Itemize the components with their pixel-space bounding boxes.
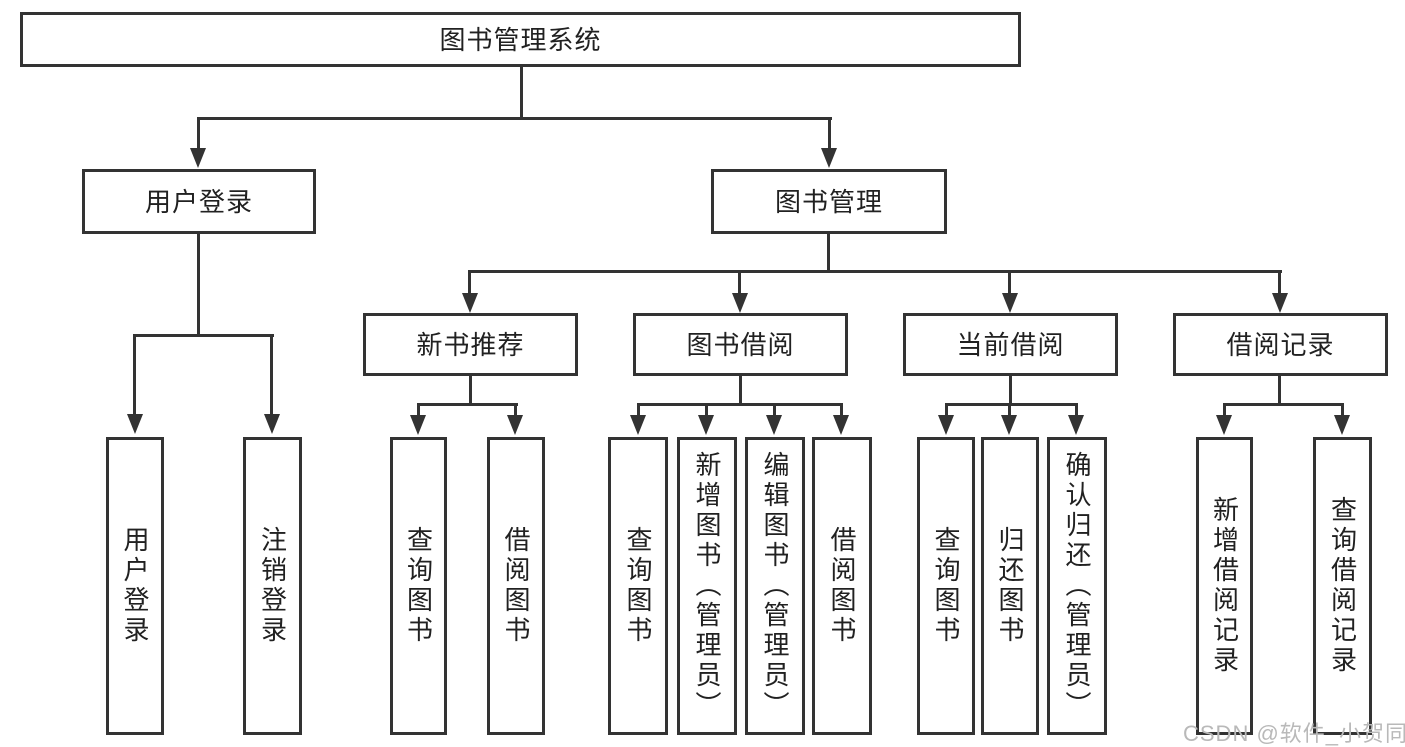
connector-root-stem — [520, 67, 523, 120]
node-label: 查询图书 — [403, 526, 434, 646]
node-label: 图书借阅 — [686, 329, 795, 360]
node-leaf-borrow-books-recommend: 借阅图书 — [487, 437, 545, 735]
arrowhead-down-icon — [127, 414, 143, 434]
node-label: 新增借阅记录 — [1209, 496, 1240, 676]
node-label: 借阅图书 — [827, 526, 857, 646]
node-label: 新书推荐 — [416, 329, 525, 360]
arrowhead-down-icon — [264, 414, 280, 434]
arrowhead-down-icon — [1272, 293, 1288, 313]
connector-drop — [1075, 403, 1078, 416]
node-leaf-logout: 注销登录 — [243, 437, 302, 735]
arrowhead-down-icon — [1216, 415, 1232, 435]
connector-stem — [469, 376, 472, 405]
connector-rail — [417, 403, 518, 406]
node-label: 确认归还（管理员） — [1062, 451, 1092, 721]
arrowhead-down-icon — [821, 148, 837, 168]
connector-drop — [773, 403, 776, 416]
node-leaf-add-borrow-record: 新增借阅记录 — [1196, 437, 1253, 735]
connector-user-rail — [133, 334, 274, 337]
node-label: 当前借阅 — [956, 329, 1065, 360]
node-leaf-add-books-admin: 新增图书（管理员） — [677, 437, 737, 735]
connector-drop — [1278, 270, 1281, 295]
node-user-login-branch: 用户登录 — [82, 169, 316, 234]
connector-drop — [468, 270, 471, 295]
arrowhead-down-icon — [630, 415, 646, 435]
node-label: 查询图书 — [931, 526, 961, 646]
node-borrowing-records: 借阅记录 — [1173, 313, 1388, 376]
connector-rail — [1223, 403, 1344, 406]
arrowhead-down-icon — [698, 415, 714, 435]
node-label: 新增图书（管理员） — [692, 451, 722, 721]
connector-drop — [197, 117, 200, 149]
node-label: 图书管理 — [774, 186, 883, 217]
connector-drop — [270, 334, 273, 415]
connector-mgmt-stem — [827, 234, 830, 273]
connector-drop — [840, 403, 843, 416]
node-leaf-query-borrow-record: 查询借阅记录 — [1313, 437, 1372, 735]
node-leaf-query-books-recommend: 查询图书 — [390, 437, 447, 735]
connector-drop — [828, 117, 831, 149]
arrowhead-down-icon — [410, 415, 426, 435]
connector-drop — [738, 270, 741, 295]
node-leaf-user-login: 用户登录 — [106, 437, 164, 735]
node-leaf-return-books: 归还图书 — [981, 437, 1039, 735]
connector-drop — [1341, 403, 1344, 416]
connector-stem — [739, 376, 742, 405]
arrowhead-down-icon — [1068, 415, 1084, 435]
connector-rail — [945, 403, 1078, 406]
node-leaf-edit-books-admin: 编辑图书（管理员） — [745, 437, 805, 735]
node-label: 归还图书 — [995, 526, 1025, 646]
node-library-management-system: 图书管理系统 — [20, 12, 1021, 67]
arrowhead-down-icon — [1334, 415, 1350, 435]
arrowhead-down-icon — [507, 415, 523, 435]
node-label: 查询图书 — [623, 526, 653, 646]
connector-mgmt-rail — [468, 270, 1282, 273]
connector-drop — [417, 403, 420, 416]
connector-drop — [1008, 403, 1011, 416]
node-label: 图书管理系统 — [439, 24, 602, 55]
node-book-borrowing: 图书借阅 — [633, 313, 848, 376]
connector-rail — [637, 403, 843, 406]
connector-stem — [1009, 376, 1012, 405]
arrowhead-down-icon — [190, 148, 206, 168]
node-book-management-branch: 图书管理 — [711, 169, 947, 234]
node-label: 借阅记录 — [1226, 329, 1335, 360]
connector-user-stem — [197, 234, 200, 337]
arrowhead-down-icon — [462, 293, 478, 313]
node-new-book-recommendation: 新书推荐 — [363, 313, 578, 376]
node-leaf-query-books-borrow: 查询图书 — [608, 437, 668, 735]
node-leaf-confirm-return-admin: 确认归还（管理员） — [1047, 437, 1107, 735]
arrowhead-down-icon — [833, 415, 849, 435]
connector-drop — [514, 403, 517, 416]
node-label: 编辑图书（管理员） — [760, 451, 790, 721]
arrowhead-down-icon — [766, 415, 782, 435]
node-label: 查询借阅记录 — [1327, 496, 1358, 676]
arrowhead-down-icon — [938, 415, 954, 435]
connector-drop — [637, 403, 640, 416]
connector-drop — [945, 403, 948, 416]
node-current-borrowing: 当前借阅 — [903, 313, 1118, 376]
connector-drop — [133, 334, 136, 415]
arrowhead-down-icon — [732, 293, 748, 313]
arrowhead-down-icon — [1001, 415, 1017, 435]
connector-root-rail — [197, 117, 832, 120]
node-leaf-query-books-current: 查询图书 — [917, 437, 975, 735]
csdn-watermark: CSDN @软件_小贺同学 — [1183, 721, 1405, 746]
connector-drop — [1223, 403, 1226, 416]
node-label: 注销登录 — [257, 526, 288, 646]
node-leaf-borrow-books: 借阅图书 — [812, 437, 872, 735]
connector-drop — [1008, 270, 1011, 295]
node-label: 用户登录 — [144, 186, 253, 217]
connector-stem — [1278, 376, 1281, 405]
node-label: 用户登录 — [120, 526, 150, 646]
arrowhead-down-icon — [1002, 293, 1018, 313]
node-label: 借阅图书 — [501, 526, 531, 646]
connector-drop — [705, 403, 708, 416]
